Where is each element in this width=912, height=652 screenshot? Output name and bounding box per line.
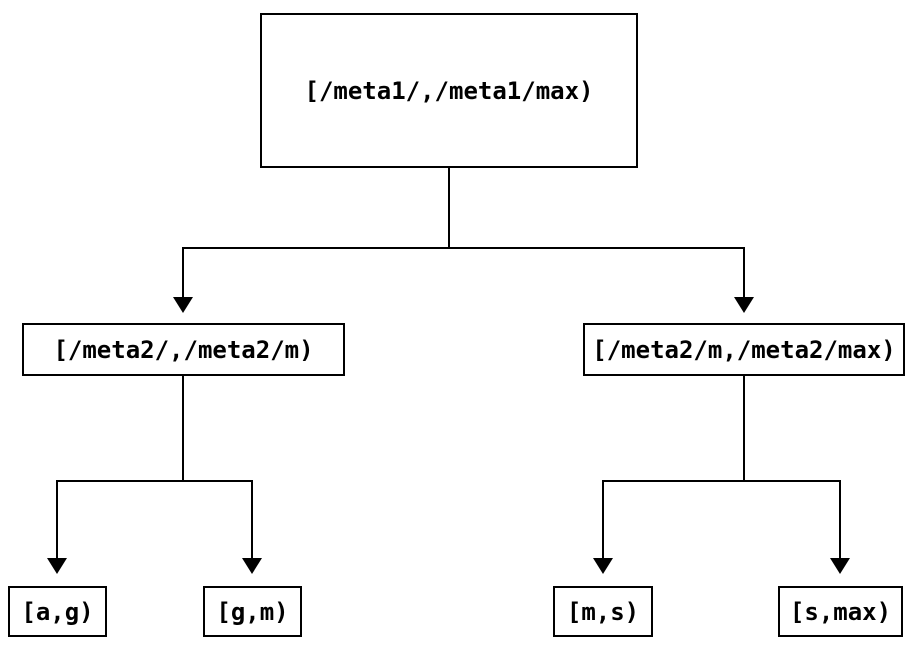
edge-left-to-gm-line — [251, 480, 253, 558]
tree-node-root: [/meta1/,/meta1/max) — [260, 13, 638, 168]
tree-node-leaf-smax: [s,max) — [778, 586, 903, 637]
arrowhead-down-icon — [593, 558, 613, 574]
edge-root-stem-line — [448, 168, 450, 248]
tree-node-leaf-gm: [g,m) — [203, 586, 302, 637]
edge-right-stem-line — [743, 376, 745, 482]
edge-root-to-right-line — [743, 247, 745, 299]
tree-node-left-mid: [/meta2/,/meta2/m) — [22, 323, 345, 376]
edge-right-to-ms-line — [602, 480, 604, 558]
edge-right-to-smax-line — [839, 480, 841, 558]
tree-node-leaf-ag: [a,g) — [8, 586, 107, 637]
tree-node-leaf-ms: [m,s) — [553, 586, 653, 637]
edge-left-branch-line — [56, 480, 253, 482]
edge-root-to-left-line — [182, 247, 184, 299]
arrowhead-down-icon — [47, 558, 67, 574]
edge-right-branch-line — [602, 480, 841, 482]
arrowhead-down-icon — [242, 558, 262, 574]
edge-left-to-ag-line — [56, 480, 58, 558]
arrowhead-down-icon — [173, 297, 193, 313]
arrowhead-down-icon — [830, 558, 850, 574]
arrowhead-down-icon — [734, 297, 754, 313]
edge-root-branch-line — [182, 247, 745, 249]
tree-node-right-mid: [/meta2/m,/meta2/max) — [583, 323, 905, 376]
edge-left-stem-line — [182, 376, 184, 482]
